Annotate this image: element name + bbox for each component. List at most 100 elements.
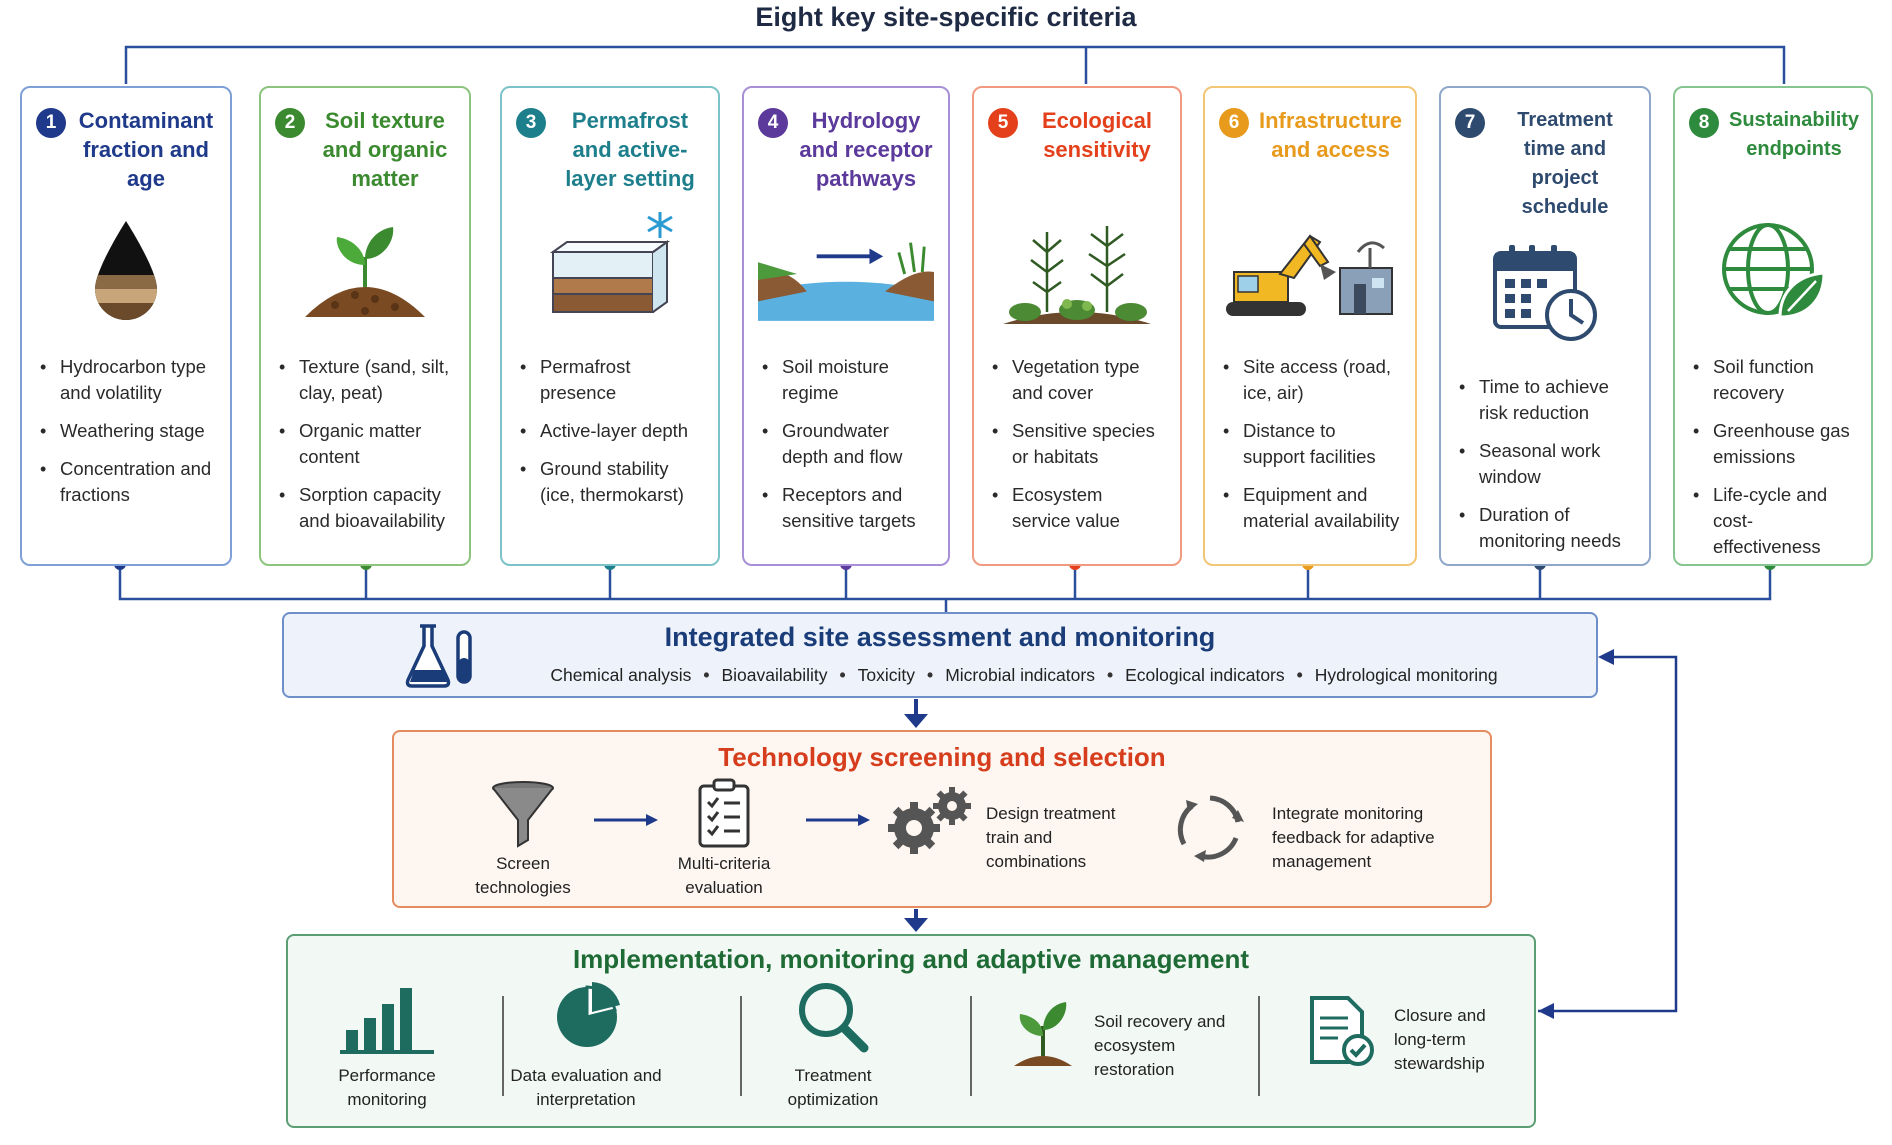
arrow-right-icon	[806, 812, 872, 833]
pie-chart-icon	[552, 980, 622, 1055]
bar-chart-icon	[340, 980, 436, 1061]
seedling-icon	[1010, 994, 1076, 1075]
river-icon	[758, 202, 934, 342]
criterion-item: Vegetation type and cover	[992, 354, 1166, 406]
criterion-item: Receptors and sensitive targets	[762, 482, 934, 534]
implementation-title: Implementation, monitoring and adaptive …	[572, 944, 1250, 974]
divider	[1258, 996, 1260, 1096]
lab-flask-icon	[402, 622, 478, 695]
gears-icon	[884, 784, 976, 861]
criterion-item: Sensitive species or habitats	[992, 418, 1166, 470]
treatment-optimization-label: Treatment optimization	[787, 1066, 879, 1109]
criterion-title: Permafrost and active-layer setting	[565, 108, 695, 191]
criterion-item: Concentration and fractions	[40, 456, 216, 508]
criterion-card-contaminant: 1 Contaminant fraction and age Hydrocarb…	[20, 86, 232, 566]
design-treatment-label: Design treatment train and combinations	[986, 804, 1116, 871]
assessment-item: Microbial indicators	[945, 665, 1095, 685]
separator-dot: •	[1296, 665, 1303, 685]
page-title: Eight key site-specific criteria	[755, 2, 1137, 32]
criterion-item: Life-cycle and cost-effectiveness	[1693, 482, 1857, 560]
assessment-item: Chemical analysis	[550, 665, 692, 685]
criterion-item: Greenhouse gas emissions	[1693, 418, 1857, 470]
oil-drop-icon	[36, 202, 216, 342]
criterion-title: Sustainability endpoints	[1729, 109, 1860, 160]
criterion-number: 1	[36, 108, 66, 138]
assessment-title: Integrated site assessment and monitorin…	[664, 622, 1216, 652]
criterion-item: Groundwater depth and flow	[762, 418, 934, 470]
criterion-number: 5	[988, 108, 1018, 138]
criterion-card-hydrology: 4 Hydrology and receptor pathways Soil m…	[742, 86, 950, 566]
assessment-panel: Integrated site assessment and monitorin…	[282, 612, 1598, 698]
excavator-icon	[1219, 202, 1401, 342]
calendar-clock-icon	[1455, 222, 1635, 362]
criterion-card-infrastructure: 6 Infrastructure and access Site access …	[1203, 86, 1417, 566]
criterion-number: 2	[275, 108, 305, 138]
criterion-card-ecology: 5 Ecological sensitivity Vegetation type…	[972, 86, 1182, 566]
vegetation-icon	[988, 202, 1166, 342]
assessment-items: Chemical analysis • Bioavailability • Toxi…	[512, 665, 1536, 686]
divider	[502, 996, 504, 1096]
criterion-item: Soil moisture regime	[762, 354, 934, 406]
criterion-card-sustainability: 8 Sustainability endpoints Soil function…	[1673, 86, 1873, 566]
implementation-panel: Implementation, monitoring and adaptive …	[286, 934, 1536, 1128]
criterion-item: Permafrost presence	[520, 354, 704, 406]
criterion-title: Contaminant fraction and age	[78, 108, 214, 191]
criterion-number: 7	[1455, 108, 1485, 138]
criterion-title: Treatment time and project schedule	[1517, 109, 1613, 218]
criterion-item: Active-layer depth	[520, 418, 704, 444]
criterion-card-schedule: 7 Treatment time and project schedule Ti…	[1439, 86, 1651, 566]
criterion-number: 8	[1689, 108, 1719, 138]
criterion-number: 4	[758, 108, 788, 138]
criterion-card-soil: 2 Soil texture and organic matter Textur…	[259, 86, 471, 566]
separator-dot: •	[927, 665, 934, 685]
divider	[970, 996, 972, 1096]
assessment-item: Bioavailability	[721, 665, 828, 685]
criterion-item: Equipment and material availability	[1223, 482, 1401, 534]
multi-criteria-label: Multi-criteria evaluation	[677, 854, 771, 897]
document-check-icon	[1308, 994, 1378, 1073]
criterion-number: 6	[1219, 108, 1249, 138]
criterion-title: Soil texture and organic matter	[322, 108, 448, 191]
screen-technologies-label: Screen technologies	[475, 854, 571, 897]
soil-recovery-label: Soil recovery and ecosystem restoration	[1094, 1012, 1226, 1079]
criterion-number: 3	[516, 108, 546, 138]
criterion-item: Texture (sand, silt, clay, peat)	[279, 354, 455, 406]
criterion-title: Ecological sensitivity	[1041, 108, 1153, 162]
separator-dot: •	[703, 665, 710, 685]
checklist-icon	[696, 778, 752, 853]
assessment-item: Toxicity	[857, 665, 916, 685]
assessment-item: Hydrological monitoring	[1314, 665, 1498, 685]
criterion-item: Ecosystem service value	[992, 482, 1166, 534]
criterion-item: Hydrocarbon type and volatility	[40, 354, 216, 406]
criterion-item: Seasonal work window	[1459, 438, 1635, 490]
cycle-arrows-icon	[1170, 788, 1250, 873]
separator-dot: •	[1106, 665, 1114, 685]
data-evaluation-label: Data evaluation and interpretation	[510, 1066, 662, 1109]
assessment-item: Ecological indicators	[1125, 665, 1285, 685]
globe-leaf-icon	[1689, 202, 1857, 342]
divider	[740, 996, 742, 1096]
criterion-item: Site access (road, ice, air)	[1223, 354, 1401, 406]
technology-panel: Technology screening and selection Scree…	[392, 730, 1492, 908]
performance-monitoring-label: Performance monitoring	[338, 1066, 436, 1109]
criterion-item: Distance to support facilities	[1223, 418, 1401, 470]
criterion-item: Sorption capacity and bioavailability	[279, 482, 455, 534]
criterion-card-permafrost: 3 Permafrost and active-layer setting Pe…	[500, 86, 720, 566]
seedling-soil-icon	[275, 202, 455, 342]
criterion-item: Soil function recovery	[1693, 354, 1857, 406]
criterion-item: Duration of monitoring needs	[1459, 502, 1635, 554]
criterion-item: Organic matter content	[279, 418, 455, 470]
funnel-icon	[490, 780, 556, 855]
separator-dot: •	[839, 665, 846, 685]
permafrost-icon	[516, 202, 704, 342]
criterion-title: Infrastructure and access	[1259, 108, 1403, 162]
magnifier-icon	[796, 980, 870, 1059]
criterion-item: Weathering stage	[40, 418, 216, 444]
closure-stewardship-label: Closure and long-term stewardship	[1394, 1006, 1486, 1073]
criterion-item: Time to achieve risk reduction	[1459, 374, 1635, 426]
arrow-right-icon	[594, 812, 660, 833]
criterion-item: Ground stability (ice, thermokarst)	[520, 456, 704, 508]
technology-title: Technology screening and selection	[718, 742, 1166, 772]
criterion-title: Hydrology and receptor pathways	[799, 108, 933, 191]
integrate-monitoring-label: Integrate monitoring feedback for adapti…	[1272, 804, 1435, 871]
